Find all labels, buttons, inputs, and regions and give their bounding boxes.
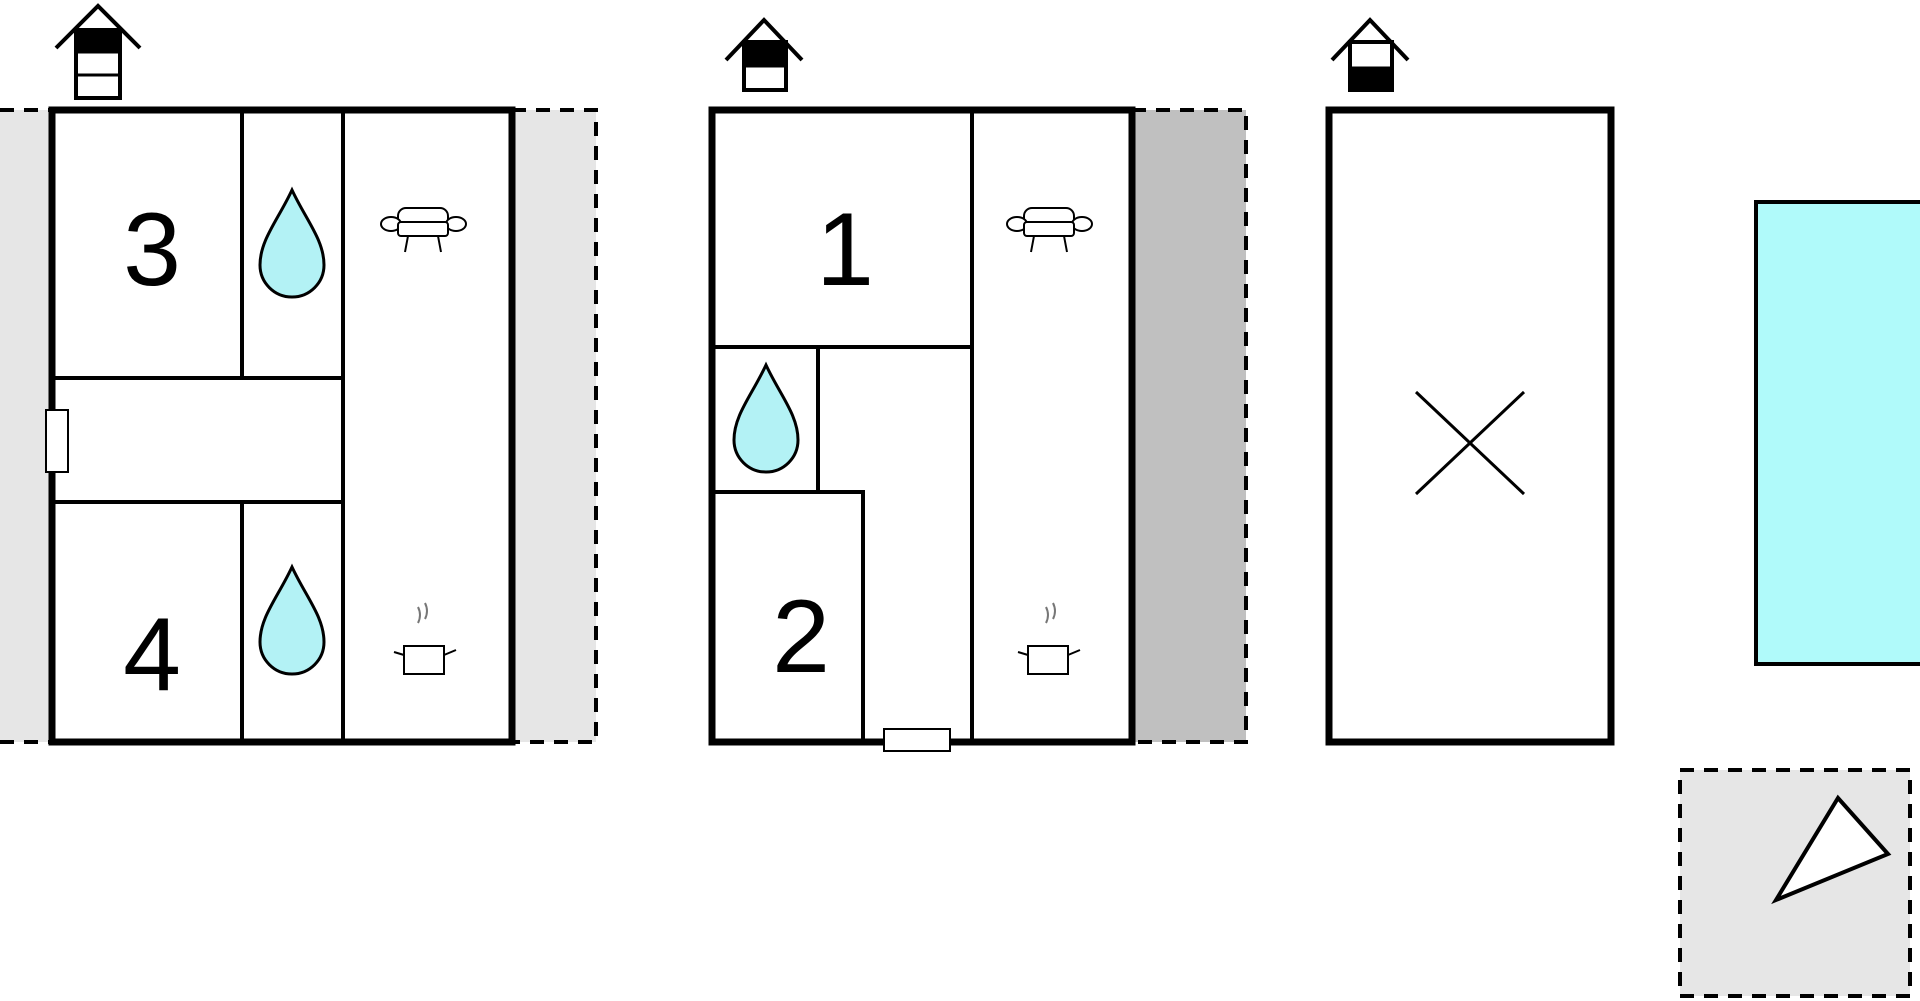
cross-icon [1414, 390, 1526, 496]
terrace-border-middle [1132, 108, 1248, 744]
water-drop-icon [258, 563, 326, 676]
floor-level-house-icon [1330, 17, 1410, 92]
terrace-middle-east [1132, 110, 1246, 742]
terrace-border-east [512, 108, 598, 744]
room-label-3: 3 [123, 192, 181, 308]
room-label-4: 4 [123, 597, 181, 713]
building-left: 3 4 [0, 3, 598, 746]
cooking-pot-icon [393, 602, 457, 675]
building-middle-walls [712, 110, 974, 742]
floor-level-house-icon [724, 17, 804, 92]
terrace-left-east [512, 110, 596, 742]
cooking-pot-icon [1017, 602, 1081, 675]
door-icon [45, 409, 69, 473]
water-drop-icon [258, 186, 326, 299]
sofa-icon [380, 207, 467, 253]
room-label-1: 1 [816, 192, 874, 308]
door-icon [883, 728, 951, 752]
terrace-border-west-lines [0, 108, 52, 744]
building-left-walls [52, 110, 345, 742]
north-arrow-icon [1771, 794, 1892, 905]
pool [1754, 200, 1920, 666]
building-right [1325, 17, 1615, 746]
floor-level-house-icon [54, 3, 142, 100]
water-drop-icon [732, 361, 800, 474]
compass-box [1678, 768, 1912, 998]
sofa-icon [1006, 207, 1093, 253]
building-middle: 1 2 [708, 17, 1248, 752]
building-right-outline [1325, 106, 1615, 746]
room-label-2: 2 [772, 579, 830, 695]
terrace-left-west [0, 110, 52, 742]
